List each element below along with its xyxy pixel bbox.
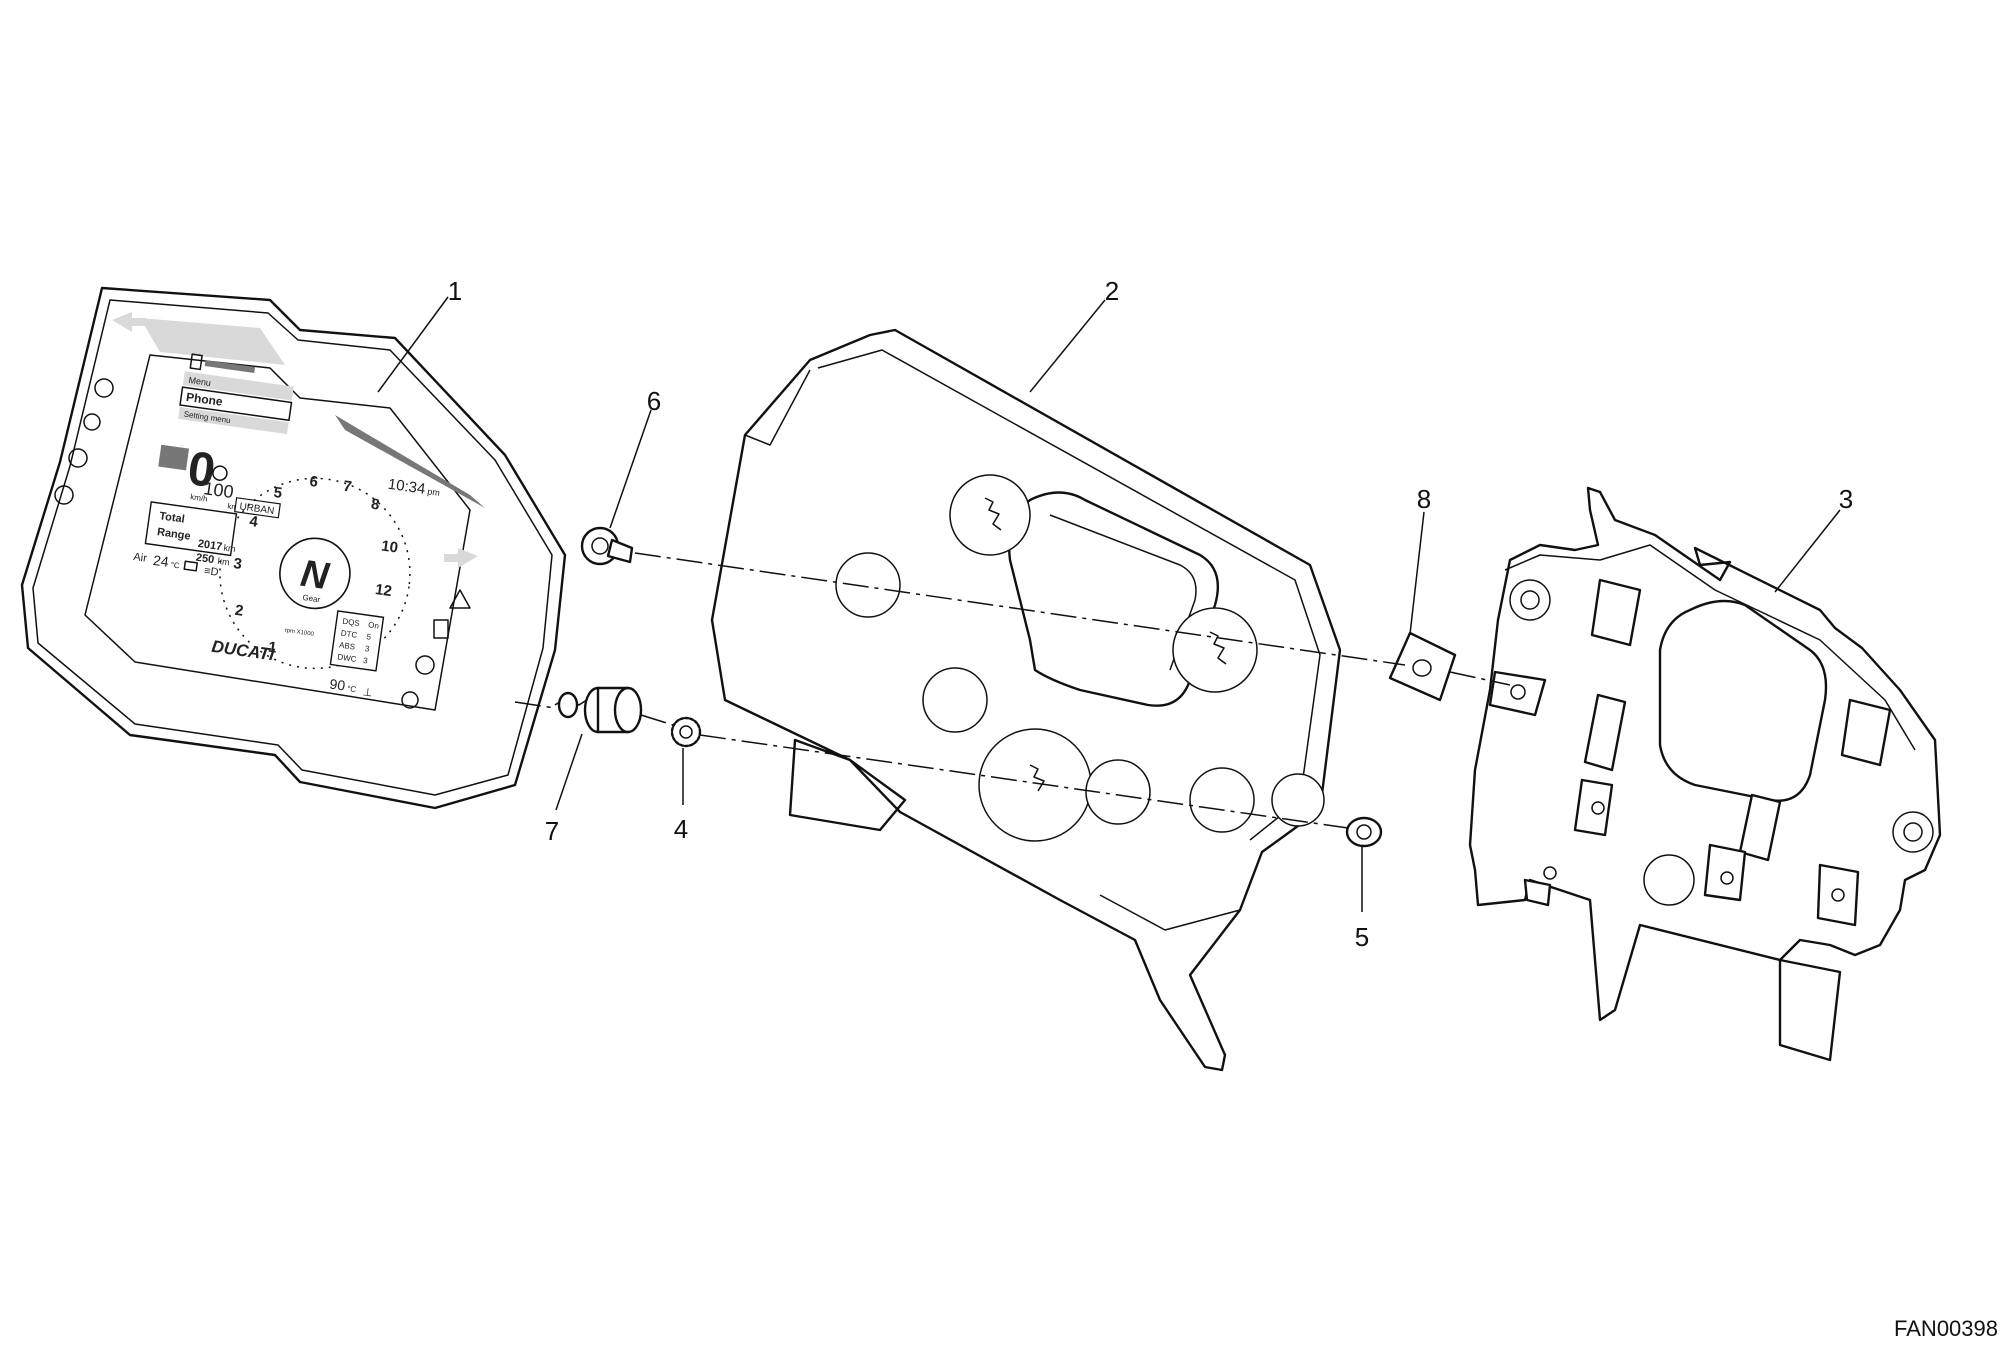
cover-boss-3 (978, 728, 1092, 842)
total-value: 2017 (197, 538, 223, 553)
tach-number-8: 8 (370, 496, 381, 514)
aux-label-2: DTC (340, 629, 358, 640)
cover-hole-3 (1085, 759, 1151, 825)
cover-hole-2 (922, 667, 988, 733)
coolant-temp: 90 (329, 676, 347, 694)
air-temp: 24 (152, 552, 170, 570)
rpm-label: rpm X1000 (284, 628, 315, 638)
battery-status-icon (183, 560, 198, 572)
aux-label-3: ABS (339, 640, 356, 651)
warning-icon-1 (94, 378, 114, 398)
aux-value-2: 5 (366, 632, 372, 642)
callout-7: 7 (545, 816, 559, 846)
callout-3: 3 (1839, 484, 1853, 514)
menu-label: Menu (188, 375, 212, 388)
range-value: 250 (195, 552, 215, 566)
tach-number-10: 10 (380, 537, 399, 556)
speed-unit: km/h (190, 492, 208, 503)
clip-nut-part-8 (1388, 631, 1547, 717)
drawing-code: FAN00398 (1894, 1316, 1998, 1341)
range-label: Range (156, 526, 191, 543)
speed-limit-value: 100 (202, 478, 235, 502)
cover-hole-5 (1271, 773, 1325, 827)
beam-icon (83, 413, 101, 431)
oil-icon (415, 655, 435, 675)
tach-number-7: 7 (342, 478, 353, 496)
air-temp-unit: °C (170, 560, 180, 570)
headlight-icon: ≡D (203, 565, 219, 579)
cover-hole-4 (1189, 767, 1255, 833)
tach-number-6: 6 (308, 473, 319, 491)
speed-limit-icon (212, 465, 228, 481)
side-stand-icon (401, 691, 419, 709)
callout-6: 6 (647, 386, 661, 416)
right-turn-arrow-icon (444, 548, 478, 568)
assembly-line-upper (634, 552, 1406, 666)
aux-label-4: DWC (337, 652, 357, 664)
bolt-part-6 (580, 526, 634, 566)
tach-number-12: 12 (374, 581, 393, 600)
aux-value-3: 3 (364, 644, 370, 654)
callout-1: 1 (448, 276, 462, 306)
assembly-line-upper-right (1449, 671, 1511, 686)
range-unit: km (217, 556, 230, 568)
nut-part-5 (1345, 816, 1383, 848)
tach-number-3: 3 (232, 555, 243, 573)
phone-menu-item (179, 386, 293, 422)
aux-label-1: DQS (342, 617, 360, 628)
air-label: Air (133, 551, 148, 565)
aux-box (329, 610, 385, 672)
cover-boss-2 (1172, 607, 1258, 693)
riding-mode: URBAN (239, 501, 275, 517)
gear-label: Gear (302, 593, 321, 604)
clock-value: 10:34 (387, 476, 427, 498)
tach-number-2: 2 (234, 602, 245, 620)
cover-boss-1 (949, 474, 1031, 556)
left-turn-arrow-icon (112, 312, 146, 332)
tach-number-5: 5 (273, 484, 284, 502)
tach-number-4: 4 (248, 513, 259, 531)
gear-circle (279, 537, 351, 610)
trip-box (144, 501, 238, 557)
callout-2: 2 (1105, 276, 1119, 306)
menu-bar (182, 371, 294, 401)
coolant-icon: ⊥ (362, 686, 373, 699)
callout-8: 8 (1417, 484, 1431, 514)
cover-part-2 (710, 328, 1342, 1072)
speed-badge (158, 444, 190, 471)
spacer-part-7 (554, 686, 643, 734)
cover-hole-1 (835, 552, 901, 618)
assembly-line-lower-mid (640, 714, 674, 726)
fuel-icon (433, 619, 449, 639)
total-label: Total (159, 510, 186, 525)
setting-bar (178, 406, 289, 435)
washer-part-4 (670, 716, 702, 748)
dashboard-part-1: Menu Phone Setting menu 0 km/h 100 km/h … (20, 286, 567, 810)
triangle-warning-icon (449, 589, 471, 609)
bracket-part-3 (1468, 486, 1942, 1062)
coolant-temp-unit: °C (347, 684, 357, 694)
aux-value-4: 3 (363, 656, 369, 666)
tachometer-scale (219, 477, 411, 670)
clock-suffix: pm (427, 486, 441, 498)
assembly-line-lower (514, 701, 556, 709)
signal-bar (204, 360, 256, 373)
riding-mode-box (234, 497, 281, 519)
total-unit: km (223, 542, 236, 554)
callout-5: 5 (1355, 922, 1369, 952)
battery-icon (189, 353, 203, 371)
phone-label: Phone (185, 390, 224, 409)
tach-number-1: 1 (267, 639, 278, 657)
abs-icon (68, 448, 88, 468)
aux-value-1: On (368, 620, 380, 630)
callout-4: 4 (674, 814, 688, 844)
h-icon (54, 485, 74, 505)
assembly-line-lower-right (699, 734, 1349, 829)
